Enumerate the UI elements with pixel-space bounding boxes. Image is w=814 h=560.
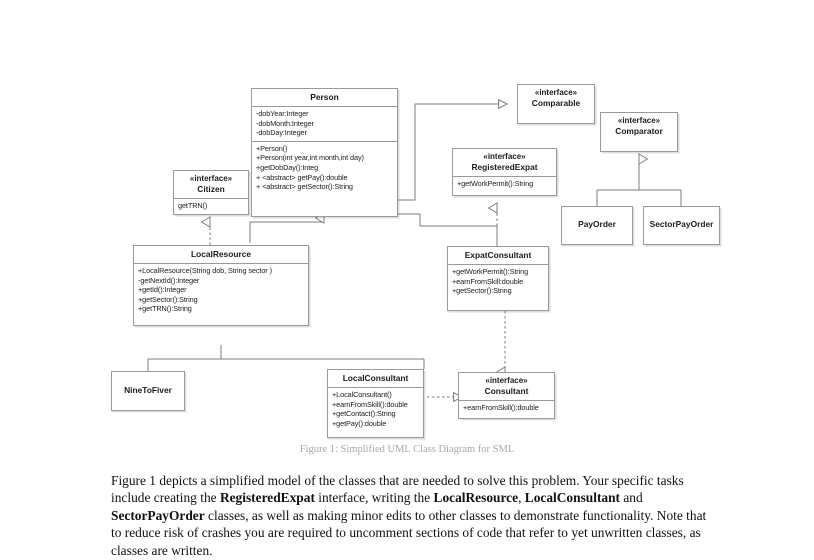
uml-class-payorder[interactable]: PayOrder <box>561 206 633 245</box>
body-text-part: , <box>518 490 525 506</box>
uml-class-expatconsultant[interactable]: ExpatConsultant +getWorkPermit():String … <box>447 246 549 311</box>
class-member: +earnFromSkill():double <box>332 399 408 409</box>
class-member: -dobDay:Integer <box>256 128 307 138</box>
class-methods-expatconsultant: +getWorkPermit():String +earnFromSkill:d… <box>448 264 548 299</box>
body-text-part: interface, writing the <box>314 490 434 506</box>
class-member: +LocalResource(String dob, String sector… <box>138 266 272 275</box>
class-member: +getWorkPermit():String <box>457 179 534 188</box>
class-member: +Person() <box>256 143 288 153</box>
uml-class-person[interactable]: Person -dobYear:Integer -dobMonth:Intege… <box>251 88 398 217</box>
body-text-part: Figure 1 depicts a simplified model of t… <box>111 473 684 506</box>
class-member: +earnFromSkill():double <box>463 403 539 412</box>
class-member: +getSector():String <box>452 286 512 296</box>
class-methods-localconsultant: +LocalConsultant() +earnFromSkill():doub… <box>328 387 423 431</box>
uml-interface-citizen[interactable]: «interface» Citizen getTRN() <box>173 170 249 215</box>
class-attributes-person: -dobYear:Integer -dobMonth:Integer -dobD… <box>252 106 397 141</box>
stereotype-label: «interface» <box>534 88 578 97</box>
class-title-consultant: «interface» Consultant <box>459 373 554 400</box>
stereotype-label: «interface» <box>485 376 528 385</box>
class-title-comparator: «interface» Comparator <box>601 113 677 140</box>
uml-class-localconsultant[interactable]: LocalConsultant +LocalConsultant() +earn… <box>327 369 424 438</box>
class-methods-person: +Person() +Person(int year,int month,int… <box>252 140 397 195</box>
uml-class-diagram: Person -dobYear:Integer -dobMonth:Intege… <box>111 84 720 438</box>
class-member: -dobMonth:Integer <box>256 118 314 128</box>
uml-class-localresource[interactable]: LocalResource +LocalResource(String dob,… <box>133 245 309 326</box>
class-member: +LocalConsultant() <box>332 390 392 399</box>
class-title-ninetofiver: NineToFiver <box>124 385 172 395</box>
class-member: +earnFromSkill:double <box>452 276 524 286</box>
uml-class-ninetofiver[interactable]: NineToFiver <box>111 371 185 411</box>
class-member: getTRN() <box>178 201 208 210</box>
class-member: + <abstract> getPay():double <box>256 172 348 182</box>
stereotype-label: «interface» <box>189 174 233 183</box>
class-member: +getWorkPermit():String <box>452 267 529 276</box>
class-member: +getPay():double <box>332 418 387 428</box>
class-title-localresource: LocalResource <box>190 249 252 259</box>
class-title-localconsultant: LocalConsultant <box>342 373 409 383</box>
class-methods-citizen: getTRN() <box>174 198 248 214</box>
class-methods-registeredexpat: +getWorkPermit():String <box>453 176 556 192</box>
term-registeredexpat: RegisteredExpat <box>219 490 315 506</box>
class-methods-localresource: +LocalResource(String dob, String sector… <box>134 263 308 317</box>
class-title-expatconsultant: ExpatConsultant <box>464 250 532 260</box>
figure-caption: Figure 1: Simplified UML Class Diagram f… <box>299 444 515 455</box>
uml-class-sectorpayorder[interactable]: SectorPayOrder <box>643 206 720 245</box>
class-member: -getNextId():Integer <box>138 275 200 285</box>
class-member: +getSector():String <box>138 294 198 304</box>
class-title-sectorpayorder: SectorPayOrder <box>649 219 714 229</box>
stereotype-label: «interface» <box>483 152 526 161</box>
term-localresource: LocalResource <box>433 490 519 506</box>
class-title-person: Person <box>310 92 339 102</box>
body-text-part: classes, as well as making minor edits t… <box>111 507 707 558</box>
uml-interface-comparable[interactable]: «interface» Comparable <box>517 84 595 124</box>
stereotype-label: «interface» <box>617 116 661 125</box>
class-title-registeredexpat: «interface» RegisteredExpat <box>453 149 556 176</box>
class-member: +getContact():String <box>332 409 396 419</box>
body-text-part: and <box>620 490 643 506</box>
term-sectorpayorder: SectorPayOrder <box>111 507 205 523</box>
class-title-comparable: «interface» Comparable <box>518 85 594 112</box>
class-methods-consultant: +earnFromSkill():double <box>459 400 554 416</box>
rel-expatconsultant-person <box>398 213 498 246</box>
class-title-payorder: PayOrder <box>578 219 616 229</box>
class-member: +getId():Integer <box>138 285 187 295</box>
term-localconsultant: LocalConsultant <box>524 490 621 506</box>
class-title-citizen: «interface» Citizen <box>174 171 248 198</box>
body-paragraph: Figure 1 depicts a simplified model of t… <box>111 472 717 559</box>
uml-interface-comparator[interactable]: «interface» Comparator <box>600 112 678 152</box>
class-member: +getDobDay():Integ <box>256 162 319 172</box>
class-member: +getTRN():String <box>138 304 192 314</box>
uml-interface-consultant[interactable]: «interface» Consultant +earnFromSkill():… <box>458 372 555 419</box>
uml-interface-registeredexpat[interactable]: «interface» RegisteredExpat +getWorkPerm… <box>452 148 557 196</box>
rel-localresource-person <box>249 218 324 243</box>
class-member: + <abstract> getSector():String <box>256 182 353 192</box>
class-member: -dobYear:Integer <box>256 109 309 118</box>
class-member: +Person(int year,int month,int day) <box>256 153 364 163</box>
